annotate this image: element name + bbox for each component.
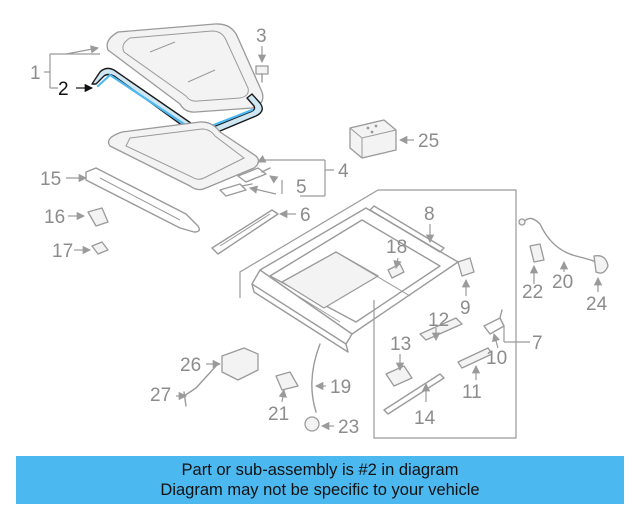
info-banner: Part or sub-assembly is #2 in diagram Di… — [16, 456, 624, 504]
glass-panel-part-1 — [106, 23, 264, 113]
callout-16: 16 — [44, 207, 65, 228]
callout-9: 9 — [460, 298, 471, 319]
drive-cable-part-20 — [518, 217, 597, 263]
plug-part-17 — [91, 241, 109, 255]
callout-23: 23 — [338, 417, 359, 438]
callout-11: 11 — [462, 382, 482, 403]
callout-15: 15 — [40, 169, 61, 190]
weatherstrip-seal-part-2 — [91, 67, 263, 138]
callout-3: 3 — [256, 26, 267, 47]
part-21 — [275, 371, 299, 391]
sunshade-frame-part-4 — [107, 121, 260, 191]
callout-18: 18 — [386, 237, 407, 258]
part-22 — [529, 243, 545, 263]
banner-line-1: Part or sub-assembly is #2 in diagram — [181, 461, 459, 479]
callout-27: 27 — [150, 385, 171, 406]
callout-20: 20 — [552, 272, 573, 293]
banner-line-2: Diagram may not be specific to your vehi… — [160, 481, 480, 499]
callout-14: 14 — [414, 408, 436, 429]
motor-part-26 — [221, 347, 259, 381]
part-13 — [385, 365, 413, 387]
guide-rail-part-6 — [211, 209, 279, 255]
callout-17: 17 — [52, 241, 73, 262]
callout-21: 21 — [268, 404, 289, 425]
callout-24: 24 — [586, 294, 608, 315]
callout-12: 12 — [428, 310, 449, 331]
part-9 — [457, 257, 475, 277]
grommet-part-23 — [304, 416, 320, 432]
bolt-part-3 — [255, 65, 269, 83]
part-24 — [593, 255, 609, 274]
part-14 — [383, 373, 445, 415]
sunroof-housing — [251, 205, 459, 353]
callout-13: 13 — [390, 334, 411, 355]
callout-19: 19 — [330, 377, 351, 398]
callout-22: 22 — [522, 282, 543, 303]
callout-10: 10 — [486, 348, 507, 369]
control-module-part-25 — [349, 119, 397, 159]
part-10 — [483, 309, 505, 335]
callout-5: 5 — [296, 177, 307, 198]
callout-6: 6 — [300, 205, 311, 226]
callout-26: 26 — [180, 355, 201, 376]
callout-2: 2 — [58, 79, 69, 100]
callout-4: 4 — [338, 161, 349, 182]
callout-8: 8 — [424, 204, 435, 225]
callout-25: 25 — [418, 131, 439, 152]
part-12 — [419, 317, 463, 341]
drain-trough-part-15 — [85, 167, 201, 233]
clip-part-16 — [87, 207, 109, 227]
subassembly-7-frame — [373, 189, 517, 439]
callout-1: 1 — [30, 63, 41, 84]
callout-7: 7 — [532, 333, 543, 354]
drain-hose-part-19 — [311, 343, 321, 413]
part-11 — [457, 347, 493, 369]
parts-diagram: 1 2 3 4 5 6 7 8 9 10 11 12 13 14 15 16 1… — [30, 23, 609, 439]
